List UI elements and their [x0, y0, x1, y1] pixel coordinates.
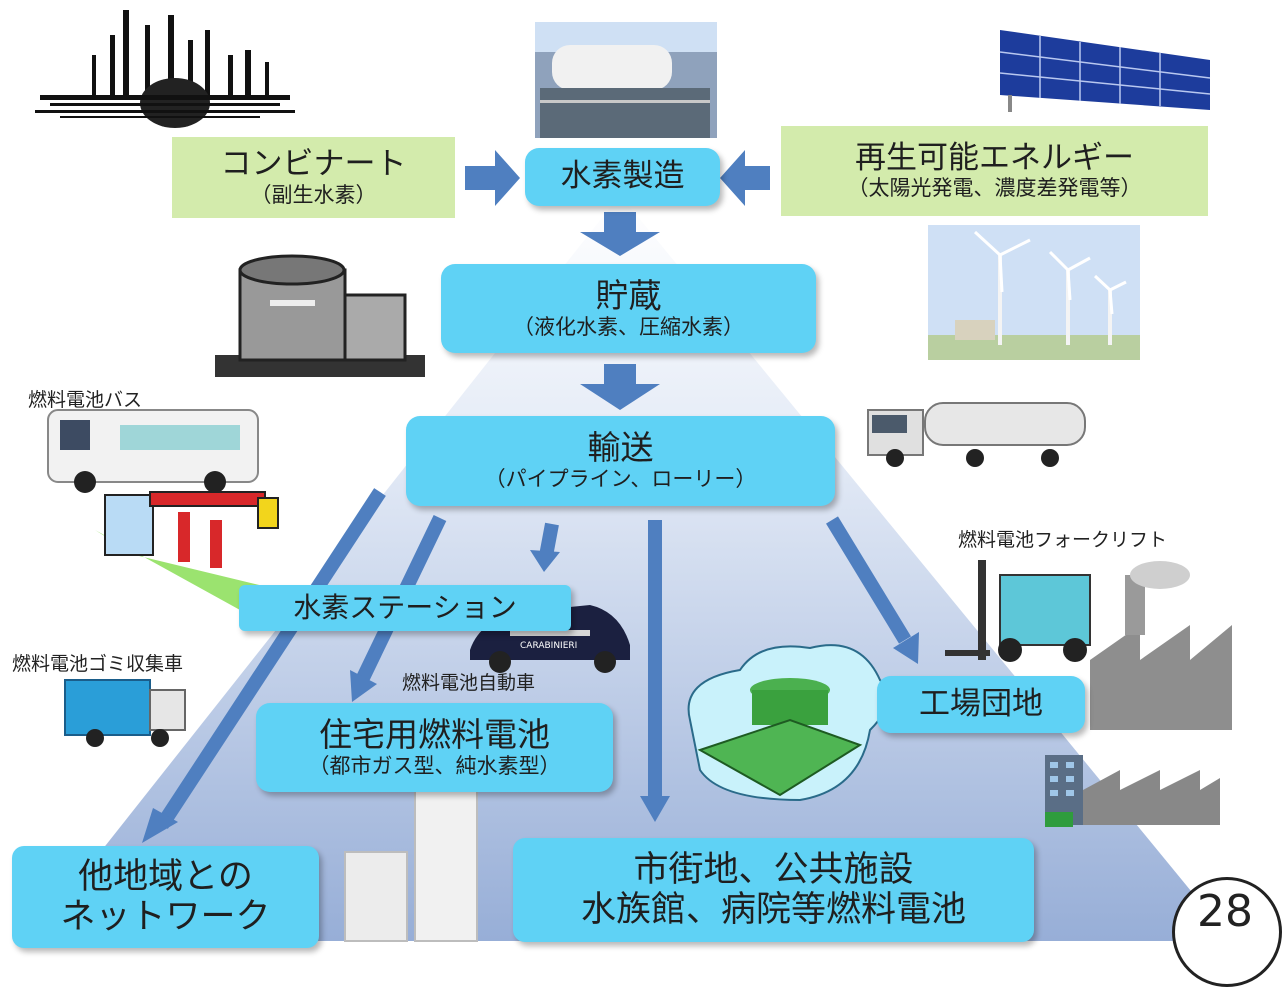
fc-bus-caption: 燃料電池バス — [28, 389, 143, 411]
storage-tank-icon — [215, 254, 425, 377]
hydrogen-station-icon — [95, 491, 280, 610]
factory-node: 工場団地 — [877, 676, 1085, 733]
solar-panel-icon — [999, 30, 1211, 112]
arrowhead-urban — [640, 796, 670, 822]
arrow-to-network — [156, 488, 386, 829]
arrowhead-network — [142, 808, 178, 843]
renewable-title: 再生可能エネルギー — [855, 139, 1134, 176]
arrow-storage-to-transport — [580, 364, 660, 410]
arrow-to-factory — [826, 516, 911, 644]
transport-subtitle: （パイプライン、ローリー） — [484, 467, 757, 492]
storage-node: 貯蔵 （液化水素、圧縮水素） — [441, 264, 816, 353]
network-node: 他地域との ネットワーク — [12, 846, 319, 948]
arrowhead-station — [530, 550, 560, 572]
renewable-node: 再生可能エネルギー （太陽光発電、濃度差発電等） — [781, 126, 1208, 216]
network-line2: ネットワーク — [60, 897, 271, 937]
transport-title: 輸送 — [587, 428, 654, 468]
storage-title: 貯蔵 — [595, 275, 662, 315]
combinat-title: コンビナート — [220, 146, 407, 183]
production-node: 水素製造 — [525, 148, 720, 206]
hydrogen-plant-photo — [535, 22, 717, 138]
arrowhead-factory — [893, 632, 919, 664]
garbage-truck-icon — [64, 679, 186, 747]
tanker-truck-icon — [867, 402, 1086, 467]
arrowhead-residential — [350, 670, 377, 702]
car-plate-text: CARABINIERI — [520, 641, 578, 651]
renewable-subtitle: （太陽光発電、濃度差発電等） — [847, 176, 1142, 201]
combinat-node: コンビナート （副生水素） — [172, 137, 455, 218]
fc-forklift-caption: 燃料電池フォークリフト — [958, 529, 1168, 551]
station-title: 水素ステーション — [293, 590, 517, 624]
residential-title: 住宅用燃料電池 — [319, 714, 550, 754]
arrow-renewable-to-production — [720, 150, 770, 206]
fc-garbage-truck-caption: 燃料電池ゴミ収集車 — [12, 653, 184, 675]
production-title: 水素製造 — [560, 158, 685, 195]
wind-turbine-picture — [928, 225, 1140, 360]
urban-line1: 市街地、公共施設 — [633, 849, 914, 890]
fuel-cell-bus-icon — [47, 409, 259, 493]
combinat-subtitle: （副生水素） — [250, 182, 377, 207]
factory-title: 工場団地 — [919, 685, 1043, 722]
industrial-complex-icon — [35, 10, 295, 128]
transport-node: 輸送 （パイプライン、ローリー） — [406, 416, 835, 506]
arrow-production-to-storage — [580, 212, 660, 256]
urban-node: 市街地、公共施設 水族館、病院等燃料電池 — [513, 838, 1034, 942]
page-number: 28 — [1197, 886, 1253, 937]
forklift-factory-icon — [945, 560, 1232, 730]
residential-subtitle: （都市ガス型、純水素型） — [308, 753, 561, 778]
factory-park-icon — [1045, 755, 1220, 827]
fc-car-caption: 燃料電池自動車 — [402, 672, 536, 694]
aquarium-building-icon — [687, 644, 889, 802]
station-node: 水素ステーション — [239, 585, 571, 631]
arrow-combinat-to-production — [465, 150, 520, 206]
storage-subtitle: （液化水素、圧縮水素） — [513, 314, 744, 339]
network-line1: 他地域との — [78, 856, 253, 897]
arrow-to-station — [539, 522, 559, 558]
page-number-badge: 28 — [1172, 877, 1282, 987]
residential-node: 住宅用燃料電池 （都市ガス型、純水素型） — [256, 703, 613, 792]
urban-line2: 水族館、病院等燃料電池 — [580, 890, 966, 930]
residential-fuel-cell-unit — [344, 787, 478, 942]
